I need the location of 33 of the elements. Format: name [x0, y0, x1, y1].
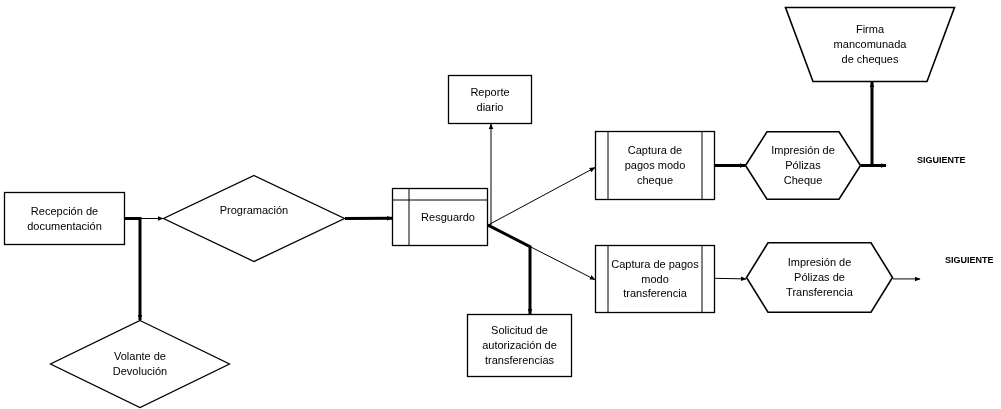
- arrow: [487, 123, 494, 226]
- flow-continuation-label: SIGUIENTE: [945, 255, 994, 265]
- arrow: [714, 276, 747, 282]
- arrow: [892, 276, 921, 282]
- node-label: Resguardo: [421, 209, 475, 225]
- node-label: Solicitud de autorización de transferencias: [481, 323, 558, 368]
- process-box: [4, 192, 125, 245]
- flow-continuation-label: SIGUIENTE: [917, 155, 966, 165]
- node-label: Volante de Devolución: [111, 349, 169, 379]
- node-label: Captura de pagos modo cheque: [623, 143, 687, 188]
- process-box: [448, 75, 532, 124]
- node-label: Captura de pagos modo transferencia: [610, 256, 700, 302]
- preparation-hexagon: [745, 131, 861, 200]
- arrow: [487, 167, 596, 226]
- arrow: [125, 217, 143, 321]
- node-label: Programación: [219, 203, 289, 218]
- predefined-process-box: [595, 131, 715, 200]
- process-box: [467, 314, 572, 377]
- internal-storage-box: [392, 188, 488, 246]
- node-label: Reporte diario: [469, 84, 511, 115]
- arrow: [487, 223, 533, 315]
- arrow: [861, 163, 887, 168]
- predefined-process-box: [595, 245, 715, 313]
- decision-diamond: [50, 320, 230, 408]
- arrow: [345, 215, 393, 221]
- manual-operation-trapezoid: [785, 7, 955, 82]
- arrow: [715, 163, 746, 168]
- decision-diamond: [163, 175, 345, 262]
- node-label: Impresión de Pólizas de Transferencia: [785, 255, 854, 300]
- node-label: Recepción de documentación: [26, 203, 103, 234]
- preparation-hexagon: [746, 242, 893, 313]
- node-label: Firma mancomunada de cheques: [833, 22, 907, 67]
- node-label: Impresión de Pólizas Cheque: [770, 143, 836, 188]
